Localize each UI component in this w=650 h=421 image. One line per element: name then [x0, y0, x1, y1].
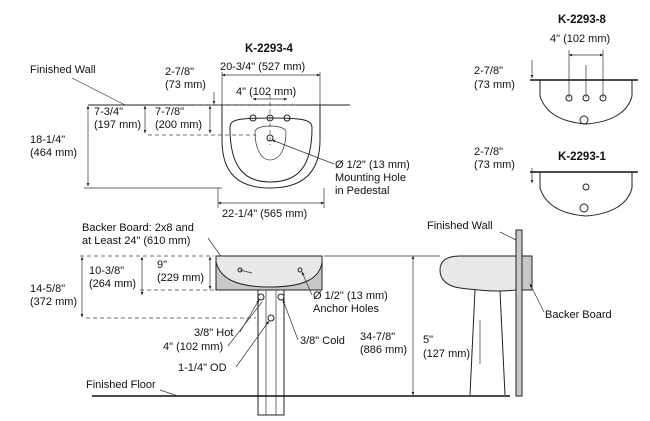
variant-8-hole-left [565, 94, 573, 102]
side-dim-mm: (127 mm) [423, 348, 470, 360]
top-view: K-2293-4 Finished Wall 20-3/4" (527 mm) … [30, 43, 410, 220]
variant-8-model: K-2293-8 [558, 14, 607, 26]
cold-label: 3/8" Cold [300, 335, 345, 347]
dim-9-in: 9" [157, 259, 167, 271]
od-label: 1-1/4" OD [178, 362, 227, 374]
variant-8-basin [539, 80, 633, 125]
faucet-hole-right [283, 114, 291, 122]
bowl-width-dim: 20-3/4" (527 mm) [220, 61, 305, 73]
hot-spacing-dim: 4" (102 mm) [163, 341, 223, 353]
variant-8-hole-right [599, 94, 607, 102]
cold-supply [277, 293, 285, 301]
hot-spacing-leader [227, 301, 263, 347]
side-view: Finished Wall Backer Board 5" (127 mm) [423, 220, 612, 397]
faucet-hole-left [249, 114, 257, 122]
faucet-hole-center [266, 114, 274, 122]
finished-wall-leader [71, 77, 126, 106]
variant-1-view: K-2293-1 2-7/8" (73 mm) [474, 146, 638, 217]
basin-drain-area [254, 125, 287, 161]
side-wall-label: Finished Wall [427, 220, 493, 232]
variant-8-setback-mm: (73 mm) [474, 79, 515, 91]
side-wall-leader [499, 231, 517, 241]
height-mm: (886 mm) [360, 344, 407, 356]
mount-hole-leader [271, 139, 335, 165]
dim-1458-mm: (372 mm) [30, 296, 77, 308]
mount-hole-dim: Ø 1/2" (13 mm) [335, 159, 410, 171]
dim-9-mm: (229 mm) [157, 272, 204, 284]
overall-width-dim: 22-1/4" (565 mm) [222, 208, 307, 220]
mount-hole-label-2: in Pedestal [335, 185, 389, 197]
finished-wall-label: Finished Wall [30, 64, 96, 76]
backer-board-label-2: at Least 24" (610 mm) [82, 235, 190, 247]
side-backer-label: Backer Board [545, 309, 612, 321]
variant-1-setback-mm: (73 mm) [474, 159, 515, 171]
od-leader [235, 320, 270, 368]
variant-1-setback-in: 2-7/8" [474, 146, 503, 158]
backer-board-label-1: Backer Board: 2x8 and [82, 222, 194, 234]
variant-8-setback-in: 2-7/8" [474, 65, 503, 77]
basin-outline [221, 105, 321, 189]
dim-1038-mm: (264 mm) [89, 278, 136, 290]
variant-8-drain [579, 115, 589, 125]
side-backer-board [521, 255, 533, 291]
basin-bowl [229, 117, 313, 183]
finished-floor-label: Finished Floor [86, 379, 156, 391]
variant-8-spacing: 4" (102 mm) [550, 33, 610, 45]
hot-label: 3/8" Hot [194, 327, 233, 339]
variant-8-view: K-2293-8 4" (102 mm) 2-7/8" (73 mm) [474, 14, 638, 125]
floor-leader [159, 389, 179, 397]
top-model-label: K-2293-4 [245, 43, 294, 55]
variant-1-basin [539, 172, 633, 217]
wall-hole-in: 7-7/8" [155, 106, 184, 118]
side-dim-in: 5" [423, 334, 433, 346]
side-basin [439, 255, 517, 292]
anchor-leader [301, 271, 313, 296]
height-in: 34-7/8" [360, 331, 395, 343]
variant-1-hole [582, 183, 590, 191]
setback-in: 2-7/8" [165, 66, 194, 78]
anchor-hole-right [297, 267, 303, 273]
wall-hole-mm: (200 mm) [155, 119, 202, 131]
drain-outlet [267, 314, 275, 322]
depth-mm: (464 mm) [30, 147, 77, 159]
variant-1-drain [579, 203, 589, 213]
dim-1458-in: 14-5/8" [30, 283, 65, 295]
variant-1-model: K-2293-1 [558, 151, 607, 163]
anchor-label: Anchor Holes [313, 303, 380, 315]
depth-in: 18-1/4" [30, 134, 65, 146]
variant-8-hole-center [582, 94, 590, 102]
setback-mm: (73 mm) [165, 79, 206, 91]
front-view: Backer Board: 2x8 and at Least 24" (610 … [30, 222, 510, 416]
cold-leader [282, 299, 299, 341]
anchor-dim: Ø 1/2" (13 mm) [313, 290, 388, 302]
mount-hole-label: Mounting Hole [335, 172, 406, 184]
side-wall [515, 229, 523, 397]
side-pedestal [469, 289, 506, 396]
basin-front [215, 255, 323, 288]
anchor-hole-left [237, 267, 243, 273]
pedestal-front [257, 289, 285, 416]
dim-1038-in: 10-3/8" [89, 265, 124, 277]
side-backer-leader [529, 283, 545, 313]
wall-top-mm: (197 mm) [94, 119, 141, 131]
wall-top-in: 7-3/4" [94, 106, 123, 118]
faucet-spacing-dim: 4" (102 mm) [236, 86, 296, 98]
hot-supply [257, 293, 265, 301]
